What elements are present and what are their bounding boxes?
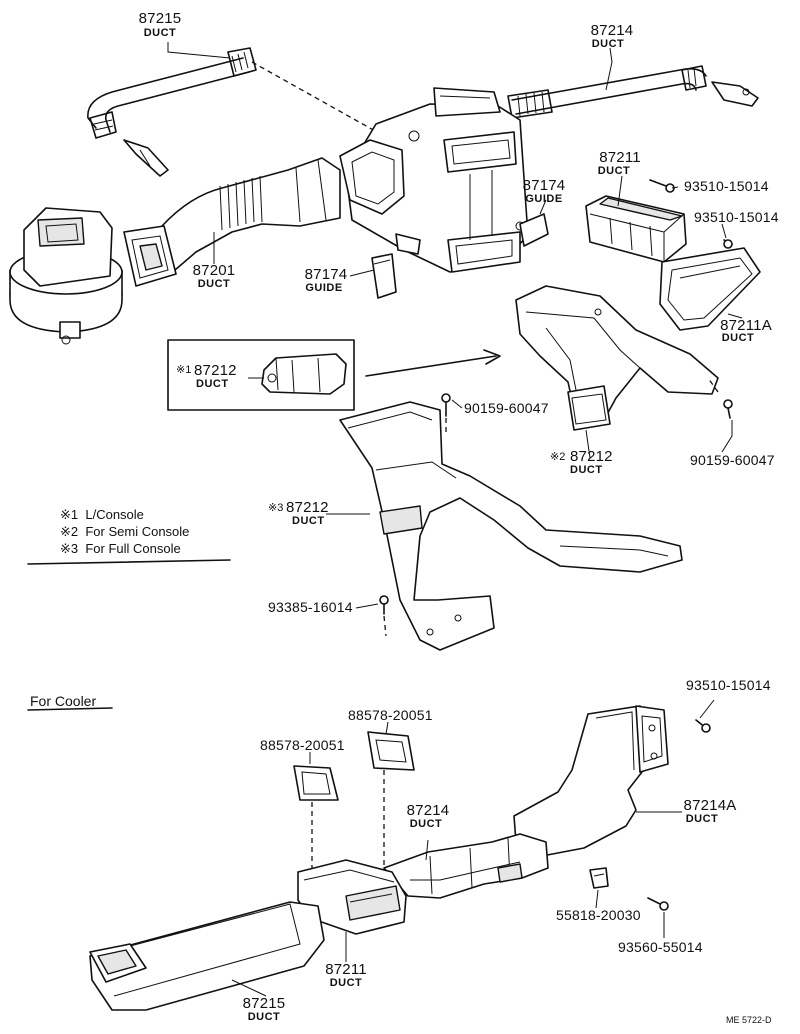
leader-lines (167, 42, 743, 997)
label-87211-upper: 87211 (599, 149, 641, 166)
label-87215-lower-name: DUCT (247, 1011, 281, 1023)
clip-55818-drawing (589, 867, 609, 889)
label-87215-upper: 87215 (138, 10, 182, 27)
blower-unit-drawing (9, 207, 123, 345)
duct-87215-lower-drawing (89, 901, 325, 1011)
label-93385: 93385-16014 (268, 599, 353, 615)
label-87174-left-name: GUIDE (305, 282, 343, 294)
legend-item-3: ※3 For Full Console (60, 542, 181, 555)
screw-90159-a-drawing (441, 393, 451, 436)
guide-87174-left-drawing (371, 253, 397, 299)
label-87212-semi-mark: ※2 (550, 451, 566, 463)
legend-item-2: ※2 For Semi Console (60, 525, 189, 538)
ring-88578-left-drawing (293, 765, 339, 801)
label-88578-right: 88578-20051 (348, 707, 433, 723)
label-87211A: 87211A (720, 317, 772, 334)
label-87215-lower: 87215 (242, 995, 286, 1012)
legend-underline (27, 559, 231, 565)
label-55818: 55818-20030 (556, 907, 641, 923)
duct-87211A-drawing (659, 247, 761, 331)
legend-item-1: ※1 L/Console (60, 508, 144, 521)
legend-mark-1: ※1 (60, 507, 79, 522)
label-87211-lower: 87211 (325, 961, 367, 978)
ring-88578-right-drawing (367, 731, 415, 771)
label-87212-l-console-mark: ※1 (176, 364, 192, 376)
label-87212-semi: 87212 (570, 448, 613, 465)
label-93510-upper-a: 93510-15014 (684, 178, 769, 194)
legend-text-3: For Full Console (85, 541, 181, 556)
section-title-underline (27, 707, 113, 711)
section-title-for-cooler: For Cooler (30, 693, 97, 709)
label-87212-l-console-name: DUCT (196, 378, 229, 390)
label-87214-upper: 87214 (590, 22, 634, 39)
screw-90159-b-drawing (707, 377, 733, 419)
duct-87214-lower-drawing (383, 833, 549, 899)
label-87215-upper-name: DUCT (143, 27, 177, 39)
legend-text-2: For Semi Console (85, 524, 190, 539)
label-93510-lower: 93510-15014 (686, 677, 771, 693)
label-93560: 93560-55014 (618, 939, 703, 955)
label-87214A: 87214A (683, 797, 737, 814)
assembly-dashed-line-87215 (251, 61, 385, 137)
label-93510-upper-b: 93510-15014 (694, 209, 779, 225)
label-90159-b: 90159-60047 (690, 452, 775, 468)
label-87212-full-mark: ※3 (268, 502, 284, 514)
screw-93510-upper-b-drawing (723, 239, 733, 249)
duct-87212-semi-console-drawing (515, 285, 719, 431)
label-87211-lower-name: DUCT (329, 977, 363, 989)
duct-87211-lower-drawing (297, 859, 407, 935)
label-87211A-name: DUCT (721, 332, 755, 344)
label-87201-name: DUCT (197, 278, 231, 290)
screw-93510-lower-drawing (695, 719, 711, 733)
duct-87215-upper-drawing (87, 47, 257, 177)
duct-87212-l-console-drawing (261, 353, 347, 395)
screw-93560-drawing (647, 897, 669, 911)
main-air-housing-drawing (339, 87, 549, 273)
screw-93510-upper-a-drawing (649, 179, 675, 193)
duct-87211-upper-drawing (585, 195, 687, 263)
screw-93385-drawing (379, 595, 389, 637)
label-90159-a: 90159-60047 (464, 400, 549, 416)
label-87214A-name: DUCT (685, 813, 719, 825)
label-87174-right: 87174 (522, 177, 566, 194)
arrow-head (483, 349, 501, 365)
label-87212-l-console: 87212 (194, 362, 237, 379)
duct-87214-upper-drawing (507, 65, 759, 119)
label-87214-lower-name: DUCT (409, 818, 443, 830)
label-87212-semi-name: DUCT (570, 464, 603, 476)
legend-text-1: L/Console (85, 507, 144, 522)
inset-box-87212-l-console (167, 339, 355, 411)
label-87201: 87201 (192, 262, 236, 279)
arrow-to-duct-87212-semi (365, 355, 497, 377)
duct-87201-drawing (123, 157, 341, 287)
label-87212-full-name: DUCT (292, 515, 325, 527)
duct-87212-full-console-drawing (339, 401, 683, 651)
label-87212-full: 87212 (286, 499, 329, 516)
label-87214-lower: 87214 (406, 802, 450, 819)
label-88578-left: 88578-20051 (260, 737, 345, 753)
legend-mark-3: ※3 (60, 541, 79, 556)
figure-code: ME 5722-D (726, 1015, 772, 1025)
label-87214-upper-name: DUCT (591, 38, 625, 50)
label-87211-upper-name: DUCT (597, 165, 631, 177)
legend-mark-2: ※2 (60, 524, 79, 539)
label-87174-right-name: GUIDE (525, 193, 563, 205)
duct-87214A-drawing (513, 705, 669, 857)
label-87174-left: 87174 (304, 266, 348, 283)
